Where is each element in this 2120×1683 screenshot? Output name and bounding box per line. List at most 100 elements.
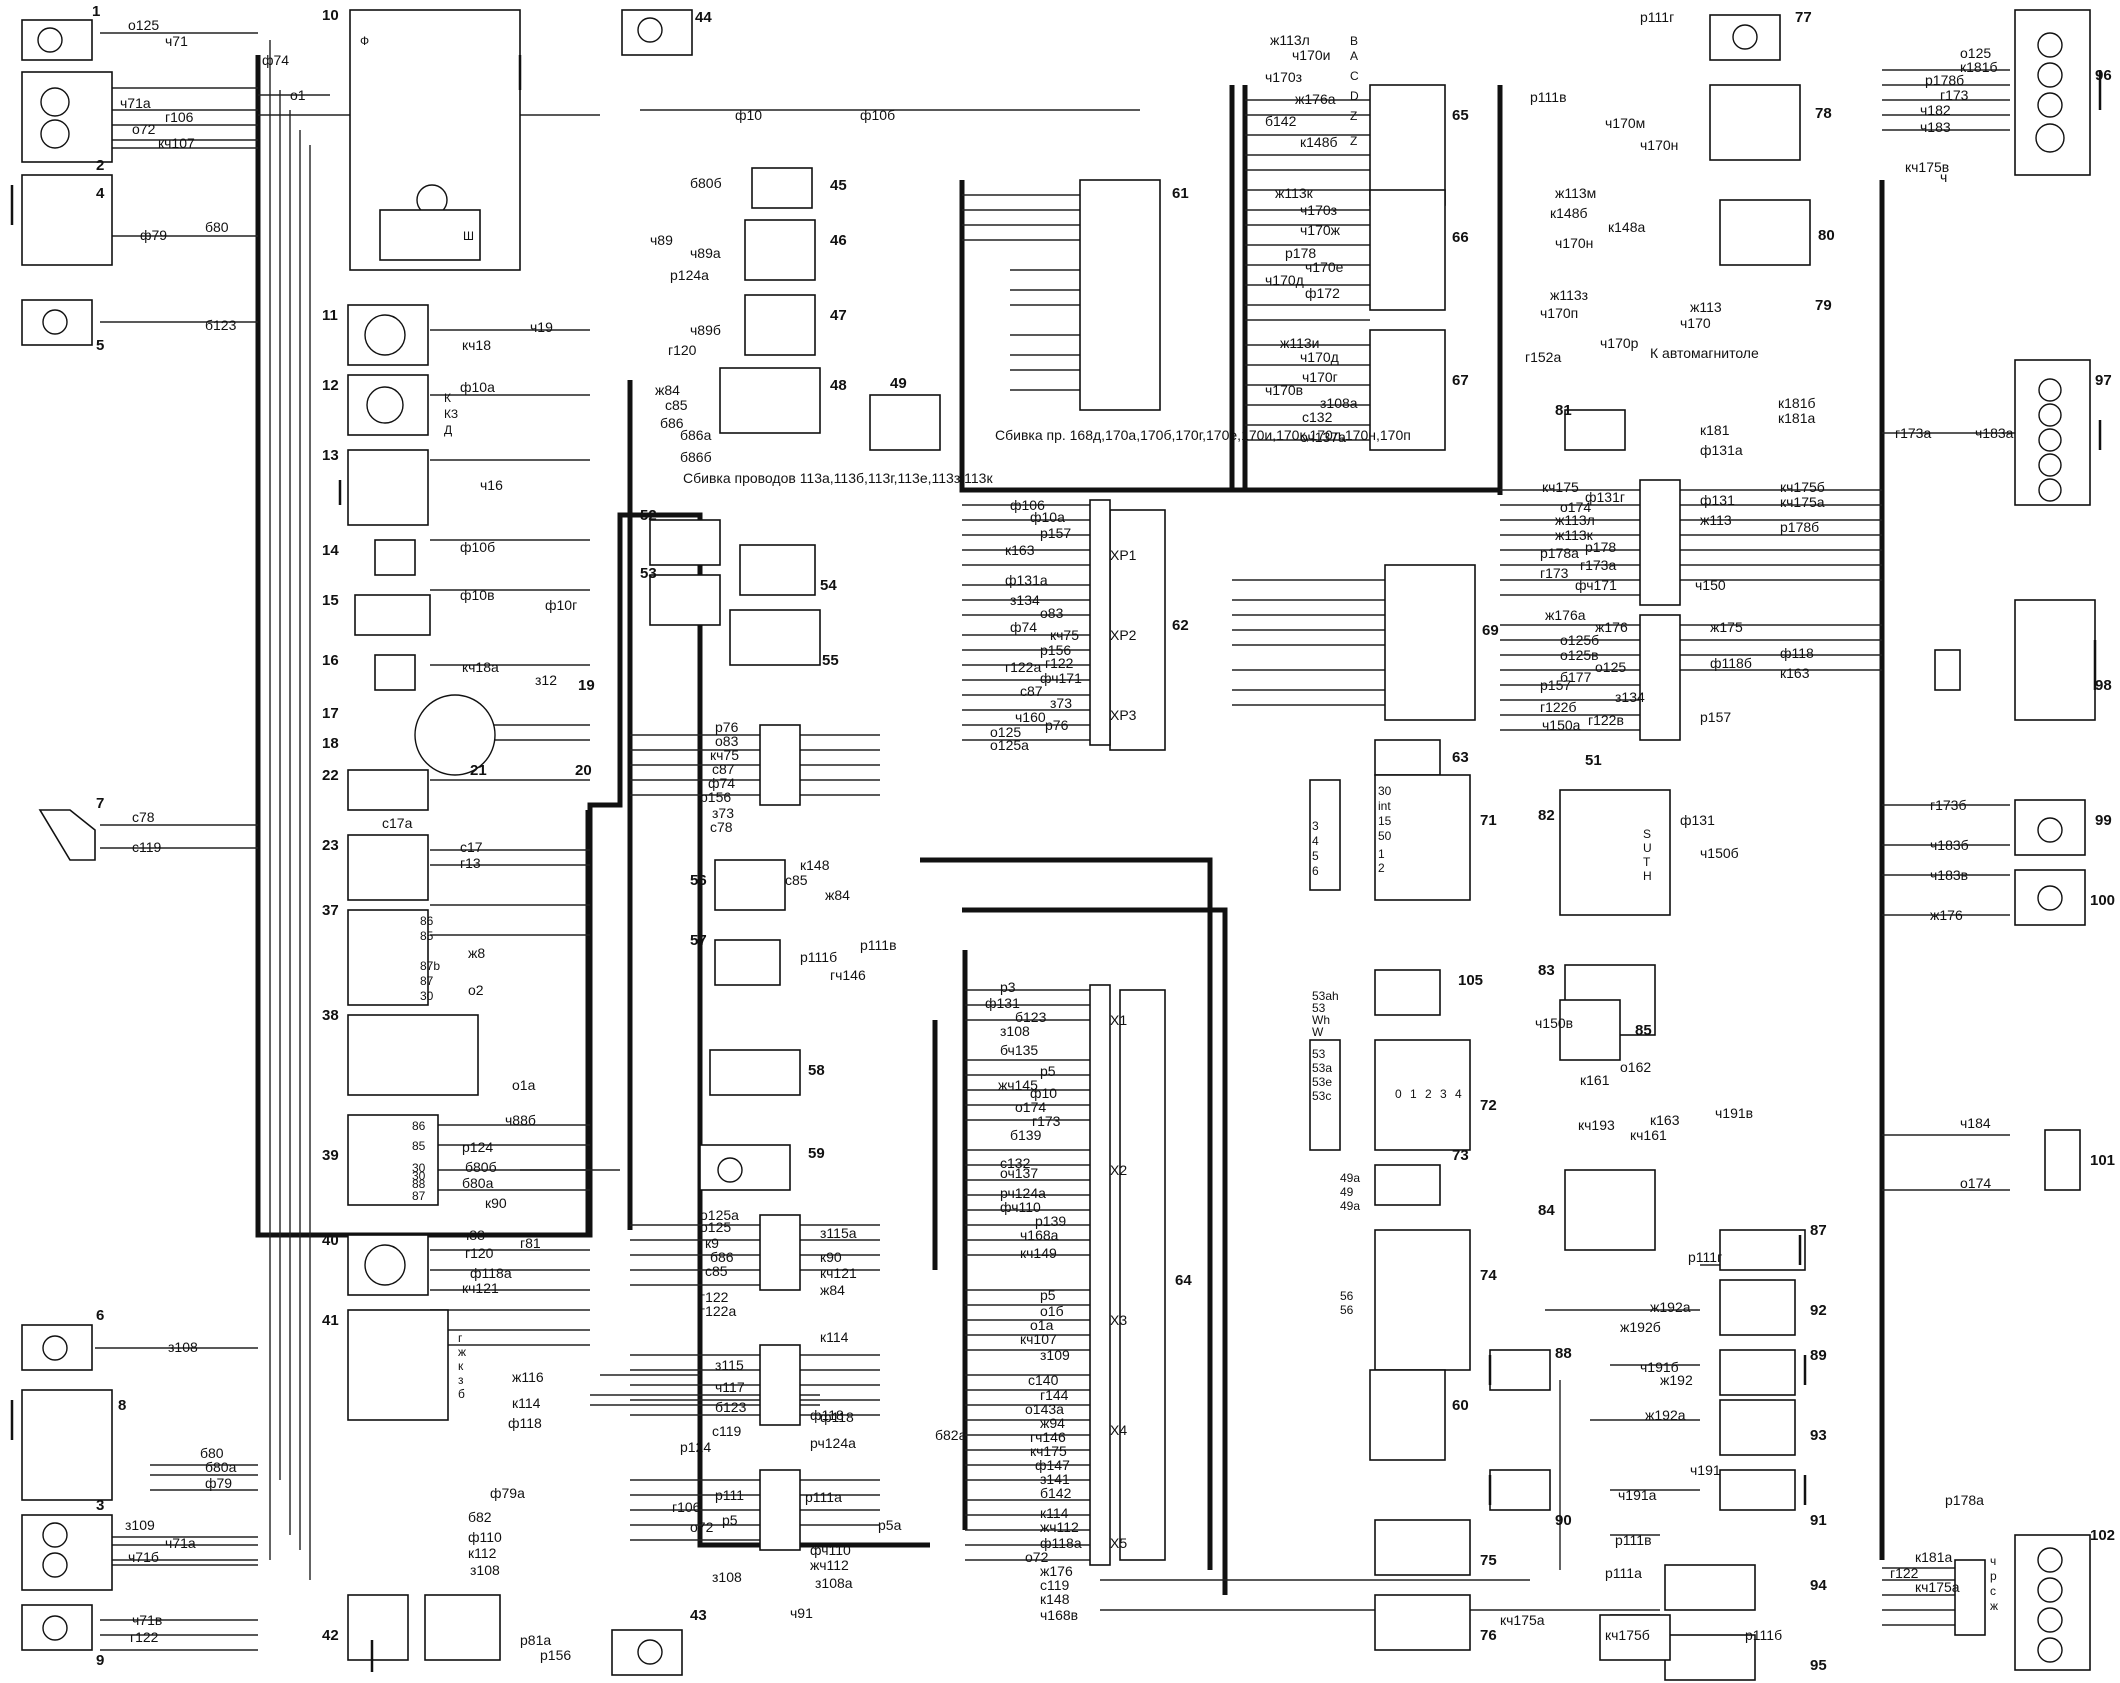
component-95 [1664,1634,1756,1681]
component-69 [1384,564,1476,721]
num-48: 48 [830,377,847,394]
wire-label: ф74 [708,775,735,791]
num-8: 8 [118,1397,126,1414]
wire-label: о83 [715,733,739,749]
num-64: 64 [1175,1272,1192,1289]
pin-letter: с [1990,1584,1996,1598]
switch-pin-labels: 30 int 15 50 1 2 3 4 5 6 53аh 53 Wh W 53… [1312,784,1462,1317]
num-39: 39 [322,1147,339,1164]
pin-label: 86 [412,1119,426,1133]
wire-label: ф172 [1305,285,1340,301]
pin-label: 30 [420,989,434,1003]
wire-label: к148б [1300,134,1338,150]
pin-label: int [1378,799,1391,813]
wire-label: ч170п [1540,305,1578,321]
wire-label: ч184 [1960,1115,1991,1131]
wire-label: ж176 [1595,619,1628,635]
wire-label: г173 [1540,565,1569,581]
num-49: 49 [890,375,907,392]
num-18: 18 [322,735,339,752]
wire-label: з108 [712,1569,742,1585]
num-65: 65 [1452,107,1469,124]
num-19: 19 [578,677,595,694]
wire-label: о1а [1030,1317,1054,1333]
wire-label: р178б [1780,519,1819,535]
wire-label: з109 [1040,1347,1070,1363]
pin-label: 5 [1312,849,1319,863]
num-22: 22 [322,767,339,784]
wire-label: р76 [1045,717,1069,733]
component-101 [2044,1129,2081,1191]
wire-label: б142 [1265,113,1297,129]
num-100: 100 [2090,892,2115,909]
num-75: 75 [1480,1552,1497,1569]
components [21,9,2096,1681]
component-98 [2014,599,2096,721]
component-75 [1374,1519,1471,1576]
wire-label: ф10 [1030,1085,1057,1101]
wire-label: б86 [660,415,684,431]
wire-label: г120 [668,342,697,358]
num-102: 102 [2090,1527,2115,1544]
num-23: 23 [322,837,339,854]
wire-label: ф10а [1030,509,1065,525]
wire-label: кч18 [462,337,491,353]
num-83: 83 [1538,962,1555,979]
pin-label: 0 [1395,1087,1402,1101]
connector-xp3: XP3 [1110,707,1137,723]
wire-label: з108 [470,1562,500,1578]
wire-label: с132 [1302,409,1333,425]
connector-x1: X1 [1110,1012,1127,1028]
wire-label: г173б [1930,797,1966,813]
num-46: 46 [830,232,847,249]
component-63 [1374,739,1441,776]
wire-label: ф118 [820,1409,854,1425]
wire-label: р5а [878,1517,902,1533]
pin-label: Wh [1312,1013,1330,1027]
pin-letter: б [458,1387,465,1401]
wire-label: с87 [712,761,735,777]
wire-label: ч89б [690,322,721,338]
wire-label: р178б [1925,72,1964,88]
wire-label: р111в [1530,89,1567,105]
wire-label: г13 [460,855,481,871]
wire-label: г122а [1005,659,1041,675]
num-99: 99 [2095,812,2112,829]
wire-label: б82а [935,1427,967,1443]
wire-label: ж113 [1700,512,1732,528]
component-54 [739,544,816,596]
wire-label: р111в [1615,1532,1652,1548]
component-64-block [1119,989,1166,1561]
wire-label: ж94 [1040,1415,1065,1431]
xp-terminal-labels: ф106 ф10а р157 к163 ф131а з134 о83 ф74 к… [990,497,1082,753]
wire-label: кч175 [1542,479,1579,495]
num-72: 72 [1480,1097,1497,1114]
pin-label: 56 [1340,1289,1354,1303]
wire-label: р139 [1035,1213,1066,1229]
wire-label: ж192б [1620,1319,1661,1335]
wire-label: р5 [1040,1287,1056,1303]
wire-label: з108 [1000,1023,1030,1039]
component-67 [1369,329,1446,451]
pin-label: 49 [1340,1185,1354,1199]
wire-label: к181а [1915,1549,1952,1565]
num-55: 55 [822,652,839,669]
wire-label: з134 [1615,689,1645,705]
num-1: 1 [92,3,100,20]
pin-letter: р [1990,1569,1997,1583]
wire-label: г173а [1580,557,1616,573]
num-87: 87 [1810,1222,1827,1239]
wire-label: о72 [1025,1549,1049,1565]
pin-letter: Ф [360,34,369,48]
wire-label: ф131 [1700,492,1735,508]
wire-label: з108а [815,1575,853,1591]
component-39-relay [347,1114,439,1206]
wire-label: ч150 [1695,577,1726,593]
pin-label: W [1312,1025,1324,1039]
wire-label: г122а [700,1303,736,1319]
wire-label: жч145 [998,1077,1038,1093]
component-55 [729,609,821,666]
wire-label: к163 [1650,1112,1680,1128]
num-97: 97 [2095,372,2112,389]
center-wire-labels: ф74 о1 ф10 ф10б б80б ч89 ч89а р124а ч89б… [262,52,895,1663]
